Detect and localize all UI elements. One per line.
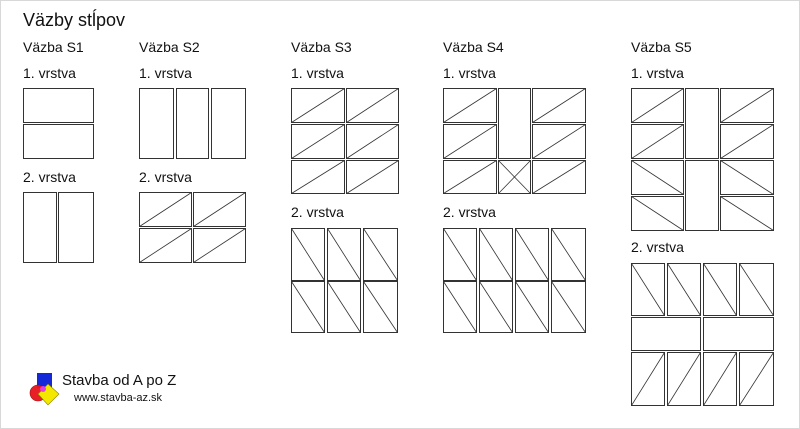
- brick-diagonal: [551, 228, 586, 281]
- brick-diagonal: [551, 281, 586, 333]
- brick-diagonal: [291, 281, 325, 333]
- brick: [23, 88, 94, 123]
- brick-diagonal: [720, 196, 774, 231]
- logo-url[interactable]: www.stavba-az.sk: [74, 392, 163, 404]
- brick-diagonal: [139, 192, 192, 227]
- bond-s1-heading: Väzba S1: [23, 39, 84, 55]
- bond-s4-layer2-label: 2. vrstva: [443, 204, 496, 220]
- brick-diagonal: [139, 228, 192, 263]
- brick: [211, 88, 246, 159]
- brick-diagonal: [703, 263, 737, 316]
- brick-diagonal: [532, 124, 586, 159]
- brick-diagonal: [327, 281, 361, 333]
- brick: [631, 317, 701, 351]
- brick-diagonal: [443, 228, 477, 281]
- brick-diagonal: [720, 88, 774, 123]
- brick-diagonal: [532, 160, 586, 194]
- brick-diagonal: [479, 281, 513, 333]
- bond-s3-layer2-label: 2. vrstva: [291, 204, 344, 220]
- brick-diagonal: [443, 160, 497, 194]
- brick-diagonal: [720, 160, 774, 195]
- brick-diagonal: [667, 352, 701, 406]
- brick-diagonal: [443, 124, 497, 159]
- brick-diagonal: [631, 352, 665, 406]
- brick-diagonal: [631, 88, 684, 123]
- bond-s5-layer2-label: 2. vrstva: [631, 239, 684, 255]
- brick-diagonal: [631, 124, 684, 159]
- bond-s5-heading: Väzba S5: [631, 39, 692, 55]
- brick-diagonal: [515, 228, 549, 281]
- bond-s5-layer1-label: 1. vrstva: [631, 65, 684, 81]
- bond-s4-l2: [443, 228, 586, 333]
- brick-diagonal: [498, 160, 531, 194]
- brick-diagonal: [479, 228, 513, 281]
- bond-s5-l2: [631, 263, 774, 406]
- bond-s3-l1: [291, 88, 399, 194]
- brick-diagonal: [532, 88, 586, 123]
- brick-diagonal: [739, 263, 774, 316]
- bond-s1-l2: [23, 192, 94, 263]
- brick: [685, 88, 719, 159]
- brick-diagonal: [363, 228, 398, 281]
- logo-brand-text: Stavba od A po Z: [62, 372, 177, 389]
- page-title: Väzby stĺpov: [23, 10, 126, 30]
- brick-diagonal: [515, 281, 549, 333]
- brick-diagonal: [291, 228, 325, 281]
- brick: [23, 192, 57, 263]
- brick-diagonal: [720, 124, 774, 159]
- brick-diagonal: [703, 352, 737, 406]
- brick-diagonal: [193, 228, 246, 263]
- brick-diagonal: [346, 88, 399, 123]
- brick: [685, 160, 719, 231]
- bond-s4-layer1-label: 1. vrstva: [443, 65, 496, 81]
- brick-diagonal: [443, 281, 477, 333]
- bond-s2-layer2-label: 2. vrstva: [139, 169, 192, 185]
- brick-diagonal: [443, 88, 497, 123]
- bond-s3-l2: [291, 228, 398, 333]
- brick: [176, 88, 209, 159]
- brick-diagonal: [193, 192, 246, 227]
- brick-diagonal: [346, 160, 399, 194]
- bond-s4-l1: [443, 88, 586, 194]
- brick-diagonal: [631, 196, 684, 231]
- brick-diagonal: [363, 281, 398, 333]
- brick-diagonal: [739, 352, 774, 406]
- brick-diagonal: [631, 160, 684, 195]
- bond-s2-l1: [139, 88, 246, 159]
- brick: [498, 88, 531, 159]
- bond-s5-l1: [631, 88, 774, 231]
- brick-diagonal: [291, 124, 345, 159]
- bond-s2-l2: [139, 192, 246, 263]
- brick-diagonal: [346, 124, 399, 159]
- bond-s1-layer1-label: 1. vrstva: [23, 65, 76, 81]
- bond-s3-layer1-label: 1. vrstva: [291, 65, 344, 81]
- brick: [58, 192, 94, 263]
- bond-s1-layer2-label: 2. vrstva: [23, 169, 76, 185]
- bond-s1-l1: [23, 88, 94, 159]
- bond-s2-layer1-label: 1. vrstva: [139, 65, 192, 81]
- brick-diagonal: [327, 228, 361, 281]
- brick: [23, 124, 94, 159]
- brick-diagonal: [631, 263, 665, 316]
- brick-diagonal: [291, 88, 345, 123]
- bond-s4-heading: Väzba S4: [443, 39, 504, 55]
- brick: [139, 88, 174, 159]
- brick-diagonal: [667, 263, 701, 316]
- brick: [703, 317, 774, 351]
- bond-s3-heading: Väzba S3: [291, 39, 352, 55]
- bond-s2-heading: Väzba S2: [139, 39, 200, 55]
- brick-diagonal: [291, 160, 345, 194]
